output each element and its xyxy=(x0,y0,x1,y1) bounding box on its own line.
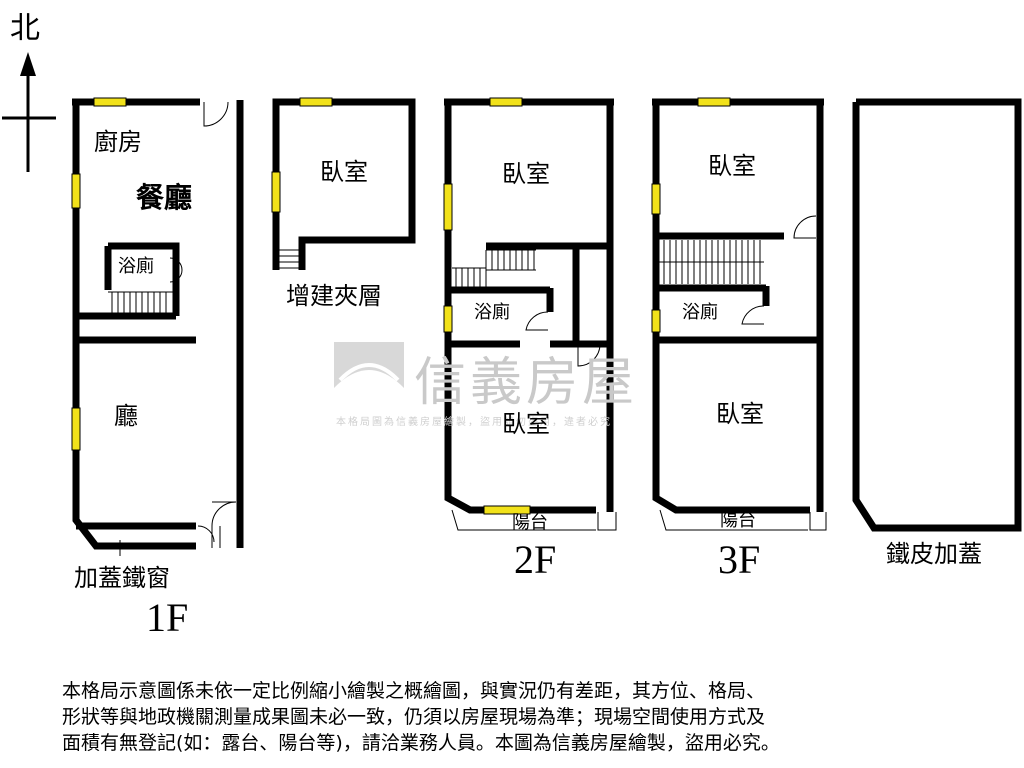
floor-1-windows xyxy=(71,97,127,451)
disclaimer-line-3: 面積有無登記(如：露台、陽台等)，請洽業務人員。本圖為信義房屋繪製，盜用必究。 xyxy=(62,732,780,754)
floor-3-bath-label: 浴廁 xyxy=(682,302,718,323)
floor-1-doors xyxy=(83,101,237,556)
living-label: 廳 xyxy=(114,402,138,430)
floor-3-label: 3F xyxy=(718,537,761,582)
north-arrow-icon xyxy=(2,52,56,172)
floor-2-stairs xyxy=(452,249,536,288)
floor-3-doors xyxy=(659,215,827,531)
floor-2-walls xyxy=(444,98,614,514)
watermark-logo-icon xyxy=(334,342,404,402)
dining-label: 餐廳 xyxy=(136,181,193,214)
mezzanine-bedroom-label: 臥室 xyxy=(320,158,368,186)
floor-3-bedroom-top-label: 臥室 xyxy=(708,152,756,180)
mezzanine-stairs xyxy=(278,249,300,269)
disclaimer-line-1: 本格局示意圖係未依一定比例縮小繪製之概繪圖，與實況仍有差距，其方位、格局、 xyxy=(62,680,766,702)
iron-window-label: 加蓋鐵窗 xyxy=(74,564,170,592)
disclaimer-line-2: 形狀等與地政機關測量成果圖未必一致，仍須以房屋現場為準；現場空間使用方式及 xyxy=(62,706,766,728)
floor-3-stairs xyxy=(658,240,764,284)
watermark-brand: 信義房屋 xyxy=(414,353,639,413)
floor-3-bedroom-bottom-label: 臥室 xyxy=(716,400,764,428)
floor-2-bedroom-top-label: 臥室 xyxy=(502,160,550,188)
floor-3-windows xyxy=(651,97,731,333)
watermark-note: 本格局圖為信義房屋繪製，盜用請勿盜用，違者必究 xyxy=(336,417,612,428)
north-label: 北 xyxy=(10,11,40,46)
floor-3-walls xyxy=(652,98,824,514)
roof-walls xyxy=(852,98,1022,532)
floor-3-balcony-label: 陽台 xyxy=(720,510,756,531)
disclaimer: 本格局示意圖係未依一定比例縮小繪製之概繪圖，與實況仍有差距，其方位、格局、 形狀… xyxy=(62,678,1002,756)
floor-2-balcony-label: 陽台 xyxy=(512,512,548,533)
floor-2-doors xyxy=(451,311,617,531)
mezzanine-windows xyxy=(271,97,333,213)
floor-1-label: 1F xyxy=(146,595,189,640)
mezzanine-label: 增建夾層 xyxy=(286,282,382,310)
floor-2-windows xyxy=(443,97,531,515)
floor-2-bath-label: 浴廁 xyxy=(474,302,510,323)
kitchen-label: 廚房 xyxy=(94,128,142,156)
floor-1-walls xyxy=(72,98,244,550)
floor-1-stairs xyxy=(108,291,174,314)
floor-2-bedroom-bottom-label: 臥室 xyxy=(502,410,550,438)
mezzanine-walls xyxy=(272,98,416,270)
floor-1-bath-label: 浴廁 xyxy=(118,256,154,277)
roof-label: 鐵皮加蓋 xyxy=(886,540,982,568)
floor-2-label: 2F xyxy=(514,537,557,582)
